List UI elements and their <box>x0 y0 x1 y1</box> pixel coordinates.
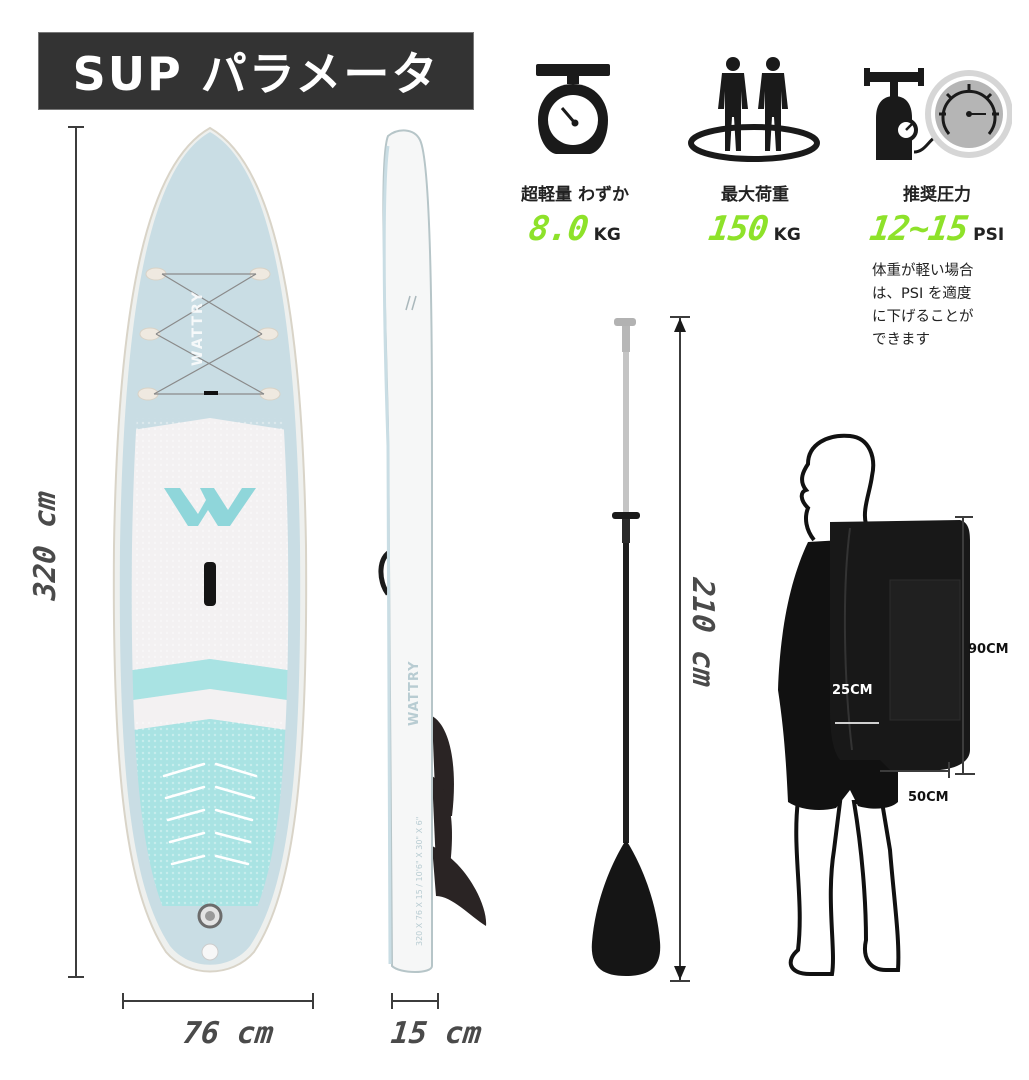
bag-height-tick-top <box>955 516 973 518</box>
bag-width-tick <box>948 762 950 778</box>
person-with-bag-image <box>778 433 970 976</box>
title-banner: SUP パラメータ <box>38 32 474 110</box>
spec-weight-unit: KG <box>593 225 621 245</box>
pressure-note-line: 体重が軽い場合 <box>872 263 974 279</box>
bag-width-line <box>880 770 948 772</box>
paddle-image <box>591 318 661 976</box>
board-width-tick-right <box>312 993 314 1009</box>
spec-pressure-label: 推奨圧力 <box>903 185 971 205</box>
spec-max-load-label: 最大荷重 <box>721 185 789 205</box>
board-width-label: 76 cm <box>181 1016 276 1051</box>
board-length-line <box>75 126 77 978</box>
spec-weight-value: 8.0 <box>526 209 591 249</box>
board-length-tick-top <box>68 126 84 128</box>
board-top-view: WATTRY <box>112 126 308 973</box>
scale-icon <box>536 64 610 154</box>
svg-text:WATTRY: WATTRY <box>407 660 422 726</box>
board-thickness-label: 15 cm <box>389 1016 484 1051</box>
spec-max-load-unit: KG <box>773 225 801 245</box>
board-length-tick-bottom <box>68 976 84 978</box>
spec-weight-label: 超軽量 わずか <box>521 185 629 205</box>
bag-depth-line <box>835 722 879 724</box>
pressure-note-line: に下げることが <box>872 309 974 325</box>
paddle-length-line <box>679 318 681 982</box>
board-thickness-line <box>391 1000 439 1002</box>
spec-max-load: 最大荷重 150 KG <box>690 180 820 249</box>
paddle-arrow-top-icon <box>674 318 686 332</box>
brand-text: WATTRY <box>190 290 206 366</box>
paddle-arrow-bottom-icon <box>674 966 686 980</box>
spec-pressure-value: 12~15 <box>866 209 970 249</box>
pump-gauge-icon <box>864 68 1012 160</box>
page-title: SUP パラメータ <box>72 47 440 101</box>
spec-pressure-unit: PSI <box>973 225 1005 245</box>
board-thickness-tick-left <box>391 993 393 1009</box>
pressure-note-line: は、PSI を適度 <box>872 286 972 302</box>
board-width-line <box>122 1000 314 1002</box>
spec-weight: 超軽量 わずか 8.0 KG <box>505 180 645 249</box>
pressure-note: 体重が軽い場合 は、PSI を適度 に下げることが できます <box>872 260 1012 352</box>
bag-height-line <box>962 518 964 774</box>
board-width-tick-left <box>122 993 124 1009</box>
board-length-label: 320 cm <box>28 489 63 602</box>
spec-pressure: 推奨圧力 12~15 PSI <box>862 180 1012 249</box>
paddle-length-tick-bottom <box>670 980 690 982</box>
paddle-length-label: 210 cm <box>685 576 720 689</box>
board-thickness-tick-right <box>437 993 439 1009</box>
svg-text:320 X 76 X 15 / 10'6" X 30" X: 320 X 76 X 15 / 10'6" X 30" X 6" <box>415 817 424 946</box>
bag-height-label: 90CM <box>968 642 1009 657</box>
bag-width-label: 50CM <box>908 790 949 805</box>
spec-max-load-value: 150 <box>706 209 771 249</box>
two-people-icon <box>688 57 820 162</box>
bag-depth-label: 25CM <box>832 683 873 698</box>
pressure-note-line: できます <box>872 332 930 348</box>
board-side-view: WATTRY 320 X 76 X 15 / 10'6" X 30" X 6" <box>378 129 487 973</box>
paddle-length-tick-top <box>670 316 690 318</box>
bag-height-tick-bottom <box>955 773 975 775</box>
